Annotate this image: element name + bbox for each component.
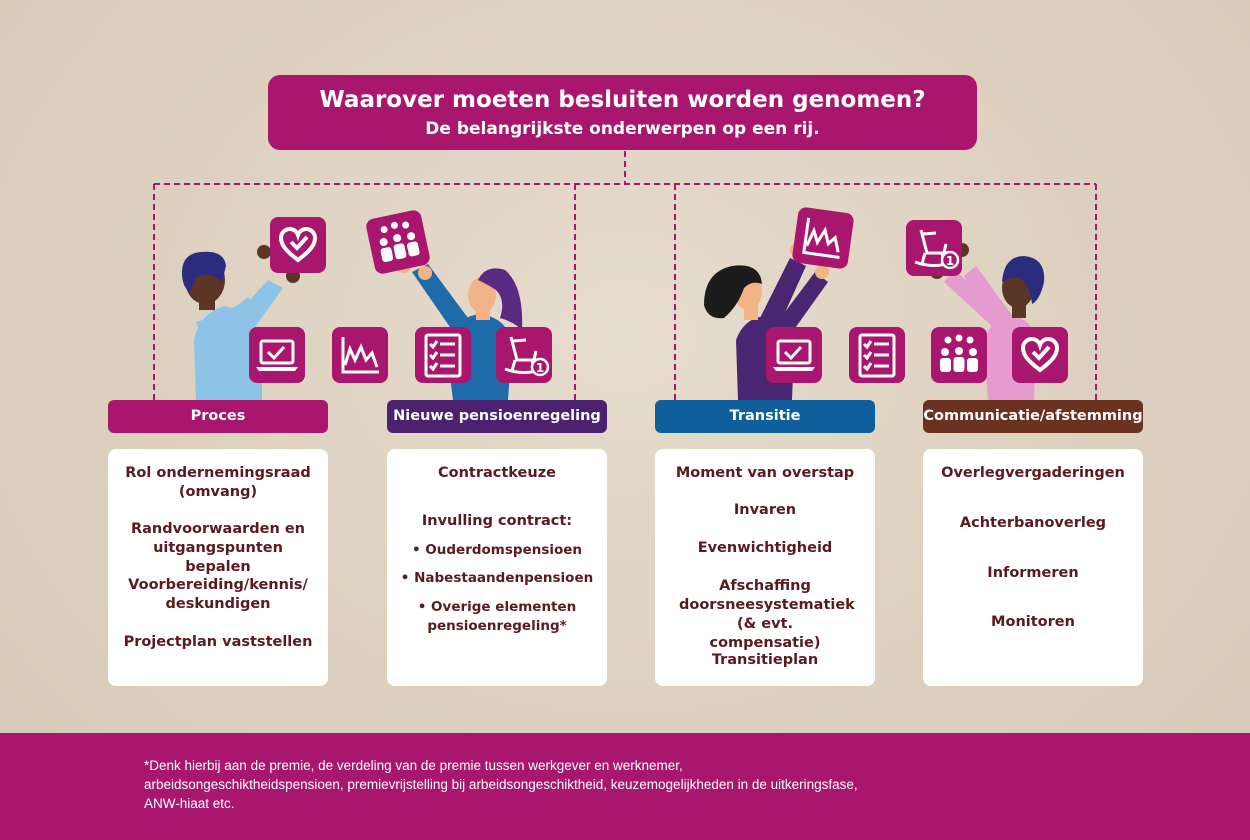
list-item: Informeren (987, 565, 1079, 581)
category-label-transitie: Transitie (655, 400, 875, 433)
rocking-chair-icon (494, 325, 554, 385)
header-box: Waarover moeten besluiten worden genomen… (268, 75, 977, 150)
list-item: Invaren (733, 502, 797, 518)
chart-icon (330, 325, 390, 385)
page-title: Waarover moeten besluiten worden genomen… (319, 87, 926, 113)
list-item: Nabestaandenpensioen (399, 569, 595, 588)
heart-icon (1010, 325, 1070, 385)
card-nieuwe-pensioenregeling: Contractkeuze Invulling contract: Ouderd… (387, 449, 607, 686)
list-item: Ouderdomspensioen (399, 541, 595, 560)
chart-icon (789, 204, 857, 272)
person-proces (181, 245, 300, 400)
list-item: Voorbereiding/kennis/ deskundigen (128, 577, 308, 612)
list-item: Monitoren (991, 614, 1075, 630)
list-item: Contractkeuze (437, 465, 556, 481)
list-item: Achterbanoverleg (959, 515, 1107, 531)
list-item: Overlegvergaderingen (941, 465, 1125, 481)
card-proces: Rol ondernemingsraad (omvang) Randvoorwa… (108, 449, 328, 686)
rocking-chair-icon (904, 218, 964, 278)
list-item: Evenwichtigheid (697, 540, 833, 556)
list-item: Randvoorwaarden en uitgangspunten bepale… (130, 521, 306, 575)
category-label-proces: Proces (108, 400, 328, 433)
list-item: Transitieplan (711, 652, 819, 668)
footnote: *Denk hierbij aan de premie, de verdelin… (144, 758, 858, 811)
card-transitie: Moment van overstap Invaren Evenwichtigh… (655, 449, 875, 686)
list-item: Afschaffing doorsneesystematiek (& evt. … (679, 578, 855, 651)
list-item: Invulling contract: (421, 513, 573, 529)
page-subtitle: De belangrijkste onderwerpen op een rij. (425, 119, 820, 139)
list-item: Projectplan vaststellen (123, 634, 313, 650)
laptop-icon (764, 325, 824, 385)
laptop-icon (247, 325, 307, 385)
list-item: Rol ondernemingsraad (omvang) (125, 465, 311, 500)
list-item: Overige elementen pensioenregeling* (417, 598, 577, 636)
checklist-icon (413, 325, 473, 385)
list-item: Moment van overstap (675, 465, 855, 481)
group-icon (931, 327, 987, 383)
card-communicatie: Overlegvergaderingen Achterbanoverleg In… (923, 449, 1143, 686)
group-icon (364, 208, 432, 276)
checklist-icon (847, 325, 907, 385)
category-label-communicatie: Communicatie/afstemming (923, 400, 1143, 433)
category-label-nieuwe-pensioenregeling: Nieuwe pensioenregeling (387, 400, 607, 433)
footer: *Denk hierbij aan de premie, de verdelin… (0, 733, 1250, 840)
heart-icon (268, 215, 328, 275)
